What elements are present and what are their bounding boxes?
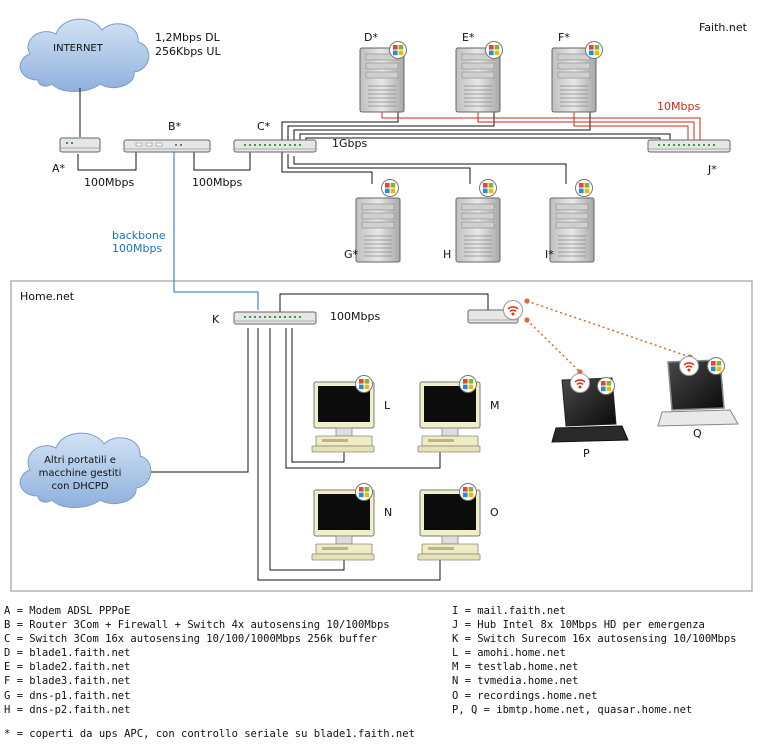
legend-left: A = Modem ADSL PPPoE B = Router 3Com + Fi…: [4, 604, 444, 717]
backbone-label-1: backbone: [112, 229, 166, 242]
device-b-router: [123, 139, 211, 153]
backbone-link: [173, 152, 259, 310]
windows-icon: [381, 179, 399, 197]
internet-speed-dl: 1,2Mbps DL: [155, 31, 221, 44]
device-f-label: F*: [558, 31, 570, 44]
windows-icon: [355, 375, 373, 393]
device-c-label: C*: [257, 120, 271, 133]
internet-label: INTERNET: [53, 43, 104, 54]
workstation-o-label: O: [490, 506, 499, 519]
windows-icon: [479, 179, 497, 197]
windows-icon: [355, 483, 373, 501]
wifi-icon: [569, 372, 591, 394]
device-k-switch: [233, 311, 317, 325]
workstation-n-label: N: [384, 506, 392, 519]
device-g-server: [355, 197, 401, 263]
internet-cloud: INTERNET: [19, 18, 150, 92]
legend-entry: A = Modem ADSL PPPoE: [4, 605, 131, 617]
dhcp-cloud: Altri portatili e macchine gestiti con D…: [19, 432, 152, 508]
wireless-links: [526, 300, 691, 373]
legend-entry: E = blade2.faith.net: [4, 661, 131, 674]
legend-entry: B = Router 3Com + Firewall + Switch 4x a…: [4, 619, 390, 632]
windows-icon: [575, 179, 593, 197]
windows-icon: [585, 41, 603, 59]
dhcp-line-2: macchine gestiti: [39, 468, 122, 479]
dhcp-line-1: Altri portatili e: [44, 455, 116, 466]
gigabit-label: 1Gbps: [332, 137, 367, 150]
legend-entry: C = Switch 3Com 16x autosensing 10/100/1…: [4, 633, 377, 646]
device-g-label: G*: [344, 248, 359, 261]
device-j-hub: [647, 139, 731, 153]
device-d-label: D*: [364, 31, 378, 44]
windows-icon: [459, 375, 477, 393]
legend-entry: G = dns-p1.faith.net: [4, 689, 131, 702]
workstation-m-label: M: [490, 399, 500, 412]
windows-icon: [389, 41, 407, 59]
device-h-label: H: [443, 248, 451, 261]
legend-entry: J = Hub Intel 8x 10Mbps HD per emergenza: [452, 619, 705, 632]
home-net-label: Home.net: [20, 290, 75, 303]
legend-entry: N = tvmedia.home.net: [452, 675, 579, 688]
device-e-label: E*: [462, 31, 475, 44]
legend-entry: M = testlab.home.net: [452, 661, 579, 674]
legend-entry: L = amohi.home.net: [452, 647, 566, 660]
dhcp-line-3: con DHCPD: [51, 481, 108, 492]
footnote: * = coperti da ups APC, con controllo se…: [4, 728, 415, 740]
legend-entry: D = blade1.faith.net: [4, 647, 131, 660]
windows-icon: [707, 357, 725, 375]
legend-right: I = mail.faith.net J = Hub Intel 8x 10Mbp…: [452, 604, 764, 717]
link-a-b-label: 100Mbps: [84, 176, 134, 189]
device-i-server: [549, 197, 595, 263]
device-j-label: J*: [707, 163, 717, 176]
network-diagram: Home.net Faith.net INTERNET 1,2Mbps DL 2…: [10, 18, 753, 592]
home-net-frame: [10, 280, 753, 592]
device-i-label: I*: [545, 248, 554, 261]
laptop-p-label: P: [583, 447, 590, 460]
backbone-label-2: 100Mbps: [112, 242, 162, 255]
workstation-l-label: L: [384, 399, 391, 412]
device-c-switch: [233, 139, 317, 153]
device-a-label: A*: [52, 162, 66, 175]
internet-speed-ul: 256Kbps UL: [155, 45, 221, 58]
legend-entry: O = recordings.home.net: [452, 689, 598, 702]
wifi-icon: [678, 355, 700, 377]
device-a-modem: [59, 137, 101, 153]
hub-links-red: [381, 112, 701, 140]
windows-icon: [597, 377, 615, 395]
home-switch-speed-label: 100Mbps: [330, 310, 380, 323]
legend-entry: P, Q = ibmtp.home.net, quasar.home.net: [452, 703, 693, 716]
legend-entry: K = Switch Surecom 16x autosensing 10/10…: [452, 633, 737, 646]
windows-icon: [459, 483, 477, 501]
windows-icon: [485, 41, 503, 59]
link-b-c-label: 100Mbps: [192, 176, 242, 189]
red-link-label: 10Mbps: [657, 100, 700, 113]
wifi-icon: [502, 299, 524, 321]
legend-entry: F = blade3.faith.net: [4, 675, 131, 688]
home-links: [138, 293, 489, 581]
device-b-label: B*: [168, 120, 182, 133]
device-k-label: K: [212, 313, 220, 326]
legend-entry: H = dns-p2.faith.net: [4, 703, 131, 716]
legend-entry: I = mail.faith.net: [452, 605, 566, 617]
faith-net-label: Faith.net: [699, 21, 748, 34]
device-h-server: [455, 197, 501, 263]
laptop-q-label: Q: [693, 427, 702, 440]
laptop-p: [551, 377, 629, 443]
